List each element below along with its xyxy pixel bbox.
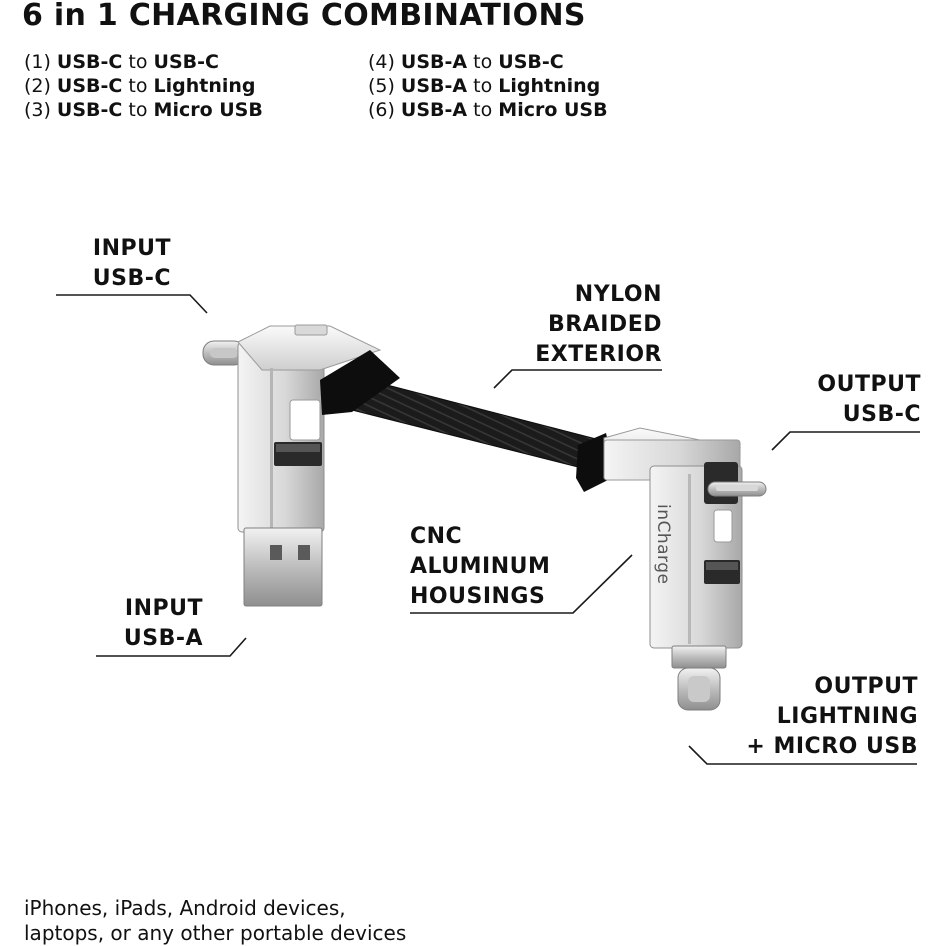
callout-line-input-usba [96,637,247,657]
callout-line-text: INPUT [92,236,171,261]
callout-line-text: OUTPUT [817,372,921,397]
usba-plug [243,527,323,607]
combination-item: (3)USB-C to Micro USB [24,98,263,122]
combination-to: Lightning [498,75,601,97]
combination-item: (1)USB-C to USB-C [24,50,263,74]
combination-number: (6) [368,99,395,121]
callout-line-text: USB-A [123,626,203,651]
combination-item: (5)USB-A to Lightning [368,74,608,98]
callout-line-text: ALUMINUM [410,554,551,579]
combination-from: USB-A [400,75,468,97]
combination-number: (5) [368,75,395,97]
combination-from: USB-C [56,51,123,73]
combination-to: Micro USB [498,99,608,121]
footer-line: iPhones, iPads, Android devices, [24,896,346,920]
combination-from: USB-A [400,99,468,121]
page-title: 6 in 1 CHARGING COMBINATIONS [22,0,586,33]
callout-line-text: CNC [410,524,463,549]
right-aluminum-housing: inCharge [603,427,743,649]
left-aluminum-housing [237,324,382,533]
combination-number: (4) [368,51,395,73]
combination-from: USB-A [400,51,468,73]
combinations-column-left: (1)USB-C to USB-C (2)USB-C to Lightning … [24,50,263,122]
callout-line-text: OUTPUT [814,674,918,699]
combination-join: to [128,75,148,97]
combination-item: (4)USB-A to USB-C [368,50,608,74]
callout-line-input-usbc [56,294,208,314]
combination-to: USB-C [498,51,564,73]
combinations-column-right: (4)USB-A to USB-C (5)USB-A to Lightning … [368,50,608,122]
callout-line-text: USB-C [92,266,171,291]
combination-number: (1) [24,51,51,73]
callout-line-text: EXTERIOR [535,342,662,367]
combination-from: USB-C [56,75,123,97]
combination-join: to [473,99,493,121]
callout-line-output-lightning [688,745,917,765]
brand-engraving: inCharge [653,504,673,585]
combination-number: (3) [24,99,51,121]
callout-input-usbc: INPUT USB-C [93,234,171,294]
lightning-plug [707,481,767,497]
combination-number: (2) [24,75,51,97]
callout-line-text: HOUSINGS [410,584,546,609]
combination-join: to [473,75,493,97]
left-usbc-plug [202,340,246,366]
combination-item: (2)USB-C to Lightning [24,74,263,98]
callout-line-output-usbc [771,431,920,451]
callout-input-usba: INPUT USB-A [124,594,203,654]
combination-join: to [128,51,148,73]
combination-item: (6)USB-A to Micro USB [368,98,608,122]
callout-line-cnc [410,554,633,614]
callout-output-usbc: OUTPUT USB-C [817,370,921,430]
right-usbc-plug [671,645,727,711]
nylon-braided-cable [320,350,616,492]
callout-line-text: INPUT [124,596,203,621]
callout-cnc-aluminum: CNC ALUMINUM HOUSINGS [410,522,550,612]
callout-line-nylon [493,369,662,389]
callout-line-text: + MICRO USB [746,734,918,759]
combination-to: USB-C [153,51,219,73]
callout-output-lightning: OUTPUT LIGHTNING + MICRO USB [746,672,918,762]
combination-join: to [128,99,148,121]
combination-join: to [473,51,493,73]
compatibility-footer: iPhones, iPads, Android devices, laptops… [24,896,406,946]
combination-from: USB-C [56,99,123,121]
callout-line-text: LIGHTNING [776,704,918,729]
combination-to: Lightning [153,75,256,97]
callout-lines [56,294,920,765]
callout-line-text: BRAIDED [548,312,662,337]
callout-line-text: USB-C [842,402,921,427]
callout-line-text: NYLON [574,282,662,307]
footer-line: laptops, or any other portable devices [24,921,407,945]
combination-to: Micro USB [153,99,263,121]
callout-nylon-braided: NYLON BRAIDED EXTERIOR [535,280,662,370]
